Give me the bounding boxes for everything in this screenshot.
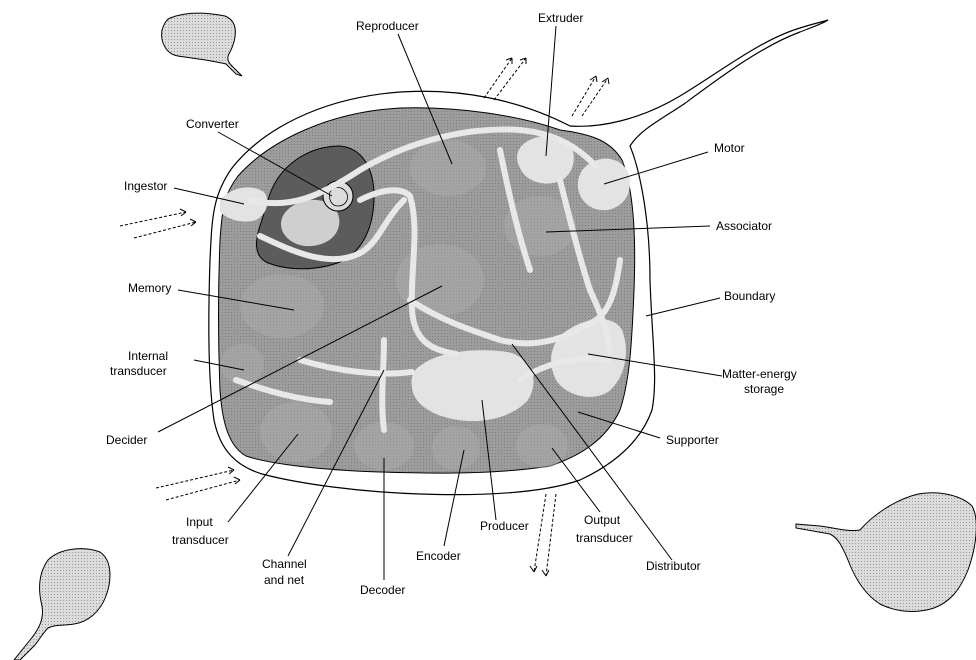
label-internal-transducer-line2: transducer — [110, 364, 167, 378]
label-decoder: Decoder — [360, 583, 405, 597]
label-converter: Converter — [186, 117, 239, 131]
label-extruder: Extruder — [538, 11, 583, 25]
label-input-transducer-line2: transducer — [172, 533, 229, 547]
output-transducer-region — [516, 424, 568, 468]
arrow-ingestor-input-2 — [134, 222, 196, 238]
internal-transducer-region — [220, 344, 264, 384]
label-channel-and-net-line1: Channel — [262, 557, 307, 571]
neighbor-organism-bottom-right — [796, 493, 976, 612]
arrow-ingestor-input-1 — [120, 212, 186, 226]
label-motor: Motor — [714, 141, 745, 155]
arrow-output-transducer-2 — [546, 494, 556, 576]
arrow-output-transducer-1 — [534, 494, 546, 572]
label-associator: Associator — [716, 219, 772, 233]
leader-boundary — [646, 298, 720, 316]
arrow-extruder-output-2 — [494, 58, 526, 100]
arrow-motor-output-2 — [582, 78, 608, 116]
reproducer-region — [410, 140, 486, 196]
input-transducer-region — [260, 402, 332, 462]
arrow-extruder-output-1 — [484, 58, 512, 98]
arrow-motor-output-1 — [572, 76, 596, 116]
label-output-transducer-line2: transducer — [576, 531, 633, 545]
label-supporter: Supporter — [666, 433, 719, 447]
label-internal-transducer-line1: Internal — [128, 349, 168, 363]
encoder-region — [432, 426, 480, 470]
label-decider: Decider — [106, 433, 147, 447]
label-input-transducer-line1: Input — [186, 515, 213, 529]
label-channel-and-net-line2: and net — [264, 573, 305, 587]
label-ingestor: Ingestor — [124, 179, 167, 193]
neighbor-organism-top-left — [162, 13, 242, 76]
memory-region — [240, 274, 324, 338]
label-producer: Producer — [480, 519, 529, 533]
label-boundary: Boundary — [724, 289, 775, 303]
neighbor-organism-bottom-left — [14, 549, 110, 660]
arrow-input-transducer-1 — [156, 470, 234, 488]
label-encoder: Encoder — [416, 549, 461, 563]
label-output-transducer-line1: Output — [584, 513, 621, 527]
label-memory: Memory — [128, 281, 171, 295]
label-matter-energy-storage-line2: storage — [744, 382, 784, 396]
label-reproducer: Reproducer — [356, 19, 419, 33]
label-matter-energy-storage-line1: Matter-energy — [722, 367, 797, 381]
label-distributor: Distributor — [646, 559, 701, 573]
